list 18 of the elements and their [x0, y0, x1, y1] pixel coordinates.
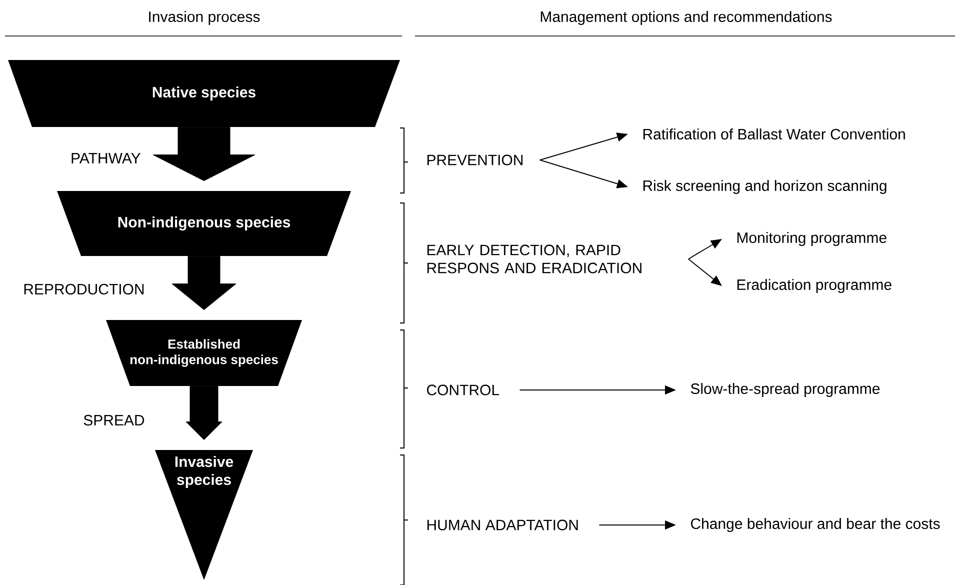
- edge-label: PATHWAY: [70, 152, 142, 164]
- recommendation-text: Ratification of Ballast Water Convention: [643, 128, 905, 140]
- edge-label: SPREAD: [82, 414, 146, 426]
- column-heading: Invasion process: [149, 11, 260, 25]
- column-heading: Management options and recommendations: [540, 11, 832, 25]
- recommendation-text: Risk screening and horizon scanning: [643, 180, 886, 194]
- option-text: PREVENTION: [427, 154, 522, 166]
- block-arrow: [172, 256, 236, 310]
- option-text: EARLY DETECTION, RAPID RESPONS AND ERADICATION: [427, 244, 642, 274]
- recommendation-text: Monitoring programme: [737, 232, 886, 246]
- option-text: HUMAN ADAPTATION: [427, 520, 578, 530]
- block-arrow: [152, 126, 256, 182]
- recommendation-text: Eradication programme: [737, 279, 892, 293]
- edge-label: REPRODUCTION: [22, 282, 146, 296]
- block-arrow: [186, 386, 222, 440]
- recommendation-text: Slow-the-spread programme: [690, 383, 880, 397]
- recommendation-text: Change behaviour and bear the costs: [690, 518, 940, 532]
- option-text: CONTROL: [426, 384, 500, 396]
